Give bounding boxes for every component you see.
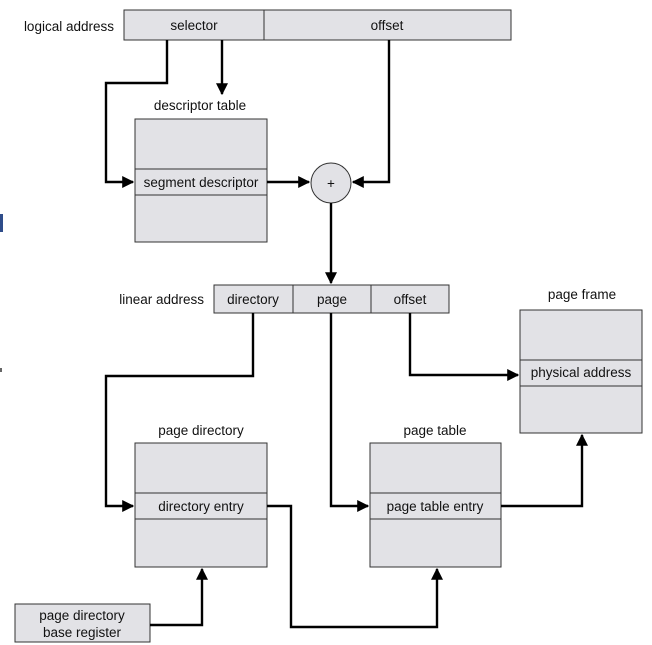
page-directory-base-register: page directory base register <box>14 603 151 643</box>
physical-address-row <box>519 359 643 387</box>
directory-label: directory <box>227 292 279 307</box>
linear-address-label: linear address <box>119 292 204 307</box>
page-directory-lower-section <box>134 518 268 568</box>
descriptor-table-upper-section <box>134 118 268 170</box>
selector-label: selector <box>170 18 218 33</box>
connectors <box>104 40 588 629</box>
page-frame-upper-section <box>519 309 643 361</box>
descriptor-table: segment descriptor <box>134 118 268 243</box>
physical-address-label: physical address <box>531 365 632 380</box>
page-directory: directory entry <box>134 442 268 568</box>
base-register-box <box>14 603 151 643</box>
selector-to-segment-descriptor-arrow <box>104 40 169 188</box>
page-table-entry-row <box>369 492 502 520</box>
edge-accent-mark <box>0 214 3 232</box>
page-frame-title: page frame <box>548 287 616 302</box>
page-table-entry-to-page-frame-arrow <box>501 433 588 508</box>
offset-to-adder-arrow <box>351 40 391 188</box>
page-directory-upper-section <box>134 442 268 494</box>
linear-offset-label: offset <box>394 292 427 307</box>
base-register-label-line2: base register <box>43 625 122 640</box>
linear-address-register: directory page offset <box>213 284 450 314</box>
base-register-label-line1: page directory <box>39 608 125 623</box>
adder-symbol: + <box>327 176 335 191</box>
logical-offset-field <box>263 9 512 41</box>
logical-address-register: selector offset <box>123 9 512 41</box>
page-frame: physical address <box>519 309 643 434</box>
edge-tick-mark <box>0 368 2 372</box>
page-table-entry-label: page table entry <box>387 499 484 514</box>
directory-entry-to-page-table-arrow <box>267 504 443 629</box>
page-directory-title: page directory <box>158 423 244 438</box>
selector-field <box>123 9 265 41</box>
directory-entry-row <box>134 492 268 520</box>
descriptor-table-title: descriptor table <box>154 98 246 113</box>
page-table-lower-section <box>369 518 502 568</box>
adder: + <box>310 162 352 204</box>
descriptor-table-lower-section <box>134 194 268 243</box>
logical-address-label: logical address <box>24 19 114 34</box>
page-label: page <box>317 292 347 307</box>
page-to-page-table-entry-arrow <box>329 313 370 512</box>
page-table-upper-section <box>369 442 502 494</box>
segment-descriptor-label: segment descriptor <box>144 175 259 190</box>
offset-to-physical-address-arrow <box>408 313 520 381</box>
page-table: page table entry <box>369 442 502 568</box>
page-frame-lower-section <box>519 385 643 434</box>
logical-offset-label: offset <box>371 18 404 33</box>
page-table-title: page table <box>403 423 466 438</box>
base-register-to-page-directory-arrow <box>150 567 208 627</box>
directory-entry-label: directory entry <box>158 499 244 514</box>
directory-to-directory-entry-arrow <box>104 313 255 512</box>
